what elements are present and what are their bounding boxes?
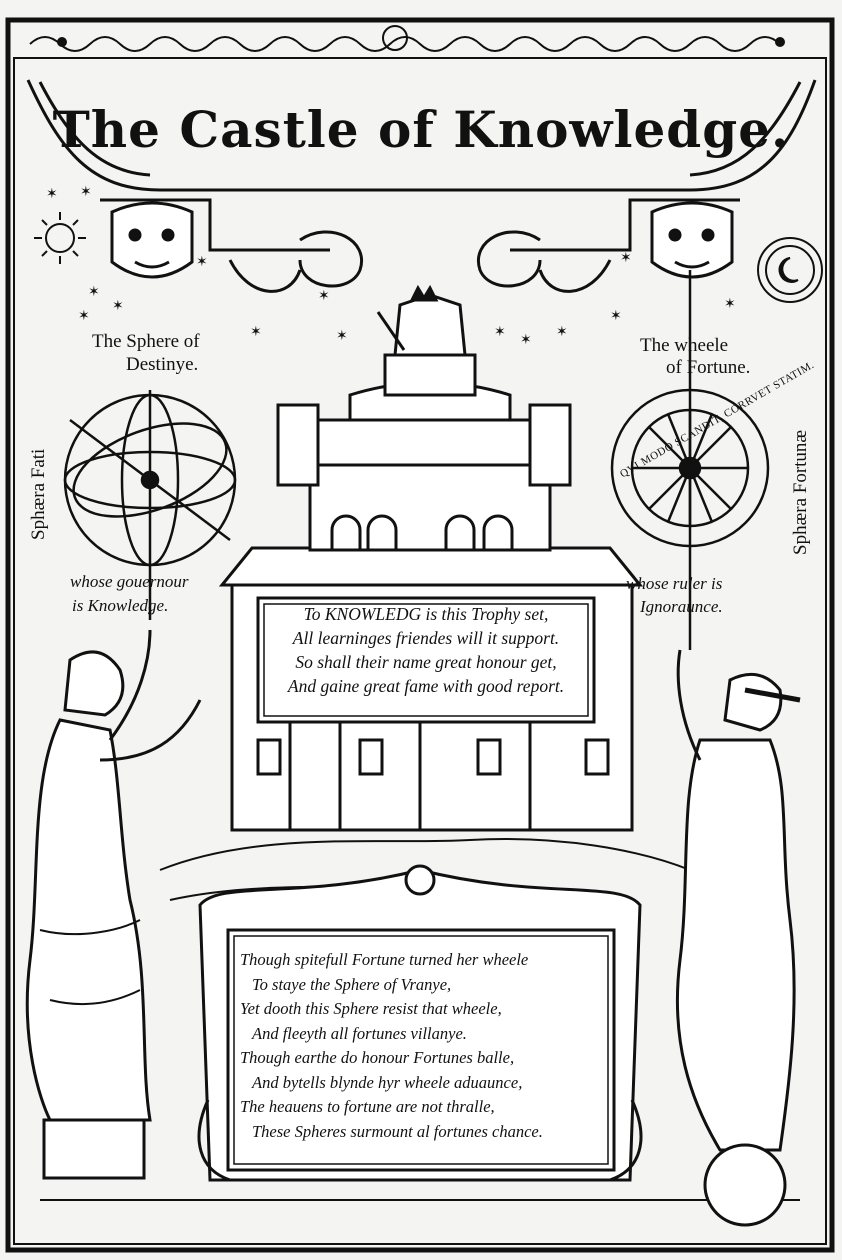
svg-text:✶: ✶ bbox=[196, 254, 208, 270]
svg-text:✶: ✶ bbox=[724, 296, 736, 312]
plaque-line: To KNOWLEDG is this Trophy set, bbox=[303, 604, 549, 624]
ruler-line1: whose ruler is bbox=[626, 574, 723, 593]
sphaera-fortunae-label: Sphæra Fortunæ bbox=[790, 429, 811, 555]
poem-line: And bytells blynde hyr wheele aduaunce, bbox=[252, 1072, 523, 1092]
poem-line: Though earthe do honour Fortunes balle, bbox=[240, 1048, 515, 1067]
page-title: The Castle of Knowledge. bbox=[52, 100, 790, 159]
governor-line2: is Knowledge. bbox=[72, 596, 169, 615]
svg-text:✶: ✶ bbox=[78, 308, 90, 324]
poem-line: These Spheres surmount al fortunes chanc… bbox=[252, 1121, 543, 1141]
poem: Though spitefull Fortune turned her whee… bbox=[240, 948, 610, 1144]
svg-text:✶: ✶ bbox=[88, 284, 100, 300]
destiny-figure bbox=[25, 629, 202, 1180]
wheel-of-fortune bbox=[610, 270, 770, 650]
poem-line: Though spitefull Fortune turned her whee… bbox=[240, 950, 529, 969]
svg-text:✶: ✶ bbox=[336, 328, 348, 344]
svg-text:✶: ✶ bbox=[80, 184, 92, 200]
svg-text:✶: ✶ bbox=[494, 324, 506, 340]
governor-line1: whose gouernour bbox=[70, 572, 189, 591]
sphere-of-destiny bbox=[63, 390, 237, 620]
poem-line: To staye the Sphere of Vranye, bbox=[252, 974, 452, 994]
sphere-of-destiny-heading-line2: Destinye. bbox=[126, 354, 199, 375]
castle-plaque: To KNOWLEDG is this Trophy set, All lear… bbox=[264, 602, 588, 718]
poem-cartouche bbox=[197, 864, 643, 1182]
lion-mask-right bbox=[650, 201, 734, 279]
stars: ✶ ✶ ✶ ✶ ✶ ✶ ✶ ✶ ✶ ✶ ✶ ✶ ✶ ✶ ✶ bbox=[46, 184, 736, 348]
poem-line: Yet dooth this Sphere resist that wheele… bbox=[240, 999, 502, 1018]
svg-text:✶: ✶ bbox=[610, 308, 622, 324]
fortune-figure bbox=[675, 649, 801, 1227]
svg-text:✶: ✶ bbox=[112, 298, 124, 314]
plaque-line: All learninges friendes will it support. bbox=[292, 628, 560, 648]
ruler-line2: Ignoraunce. bbox=[640, 597, 723, 616]
sphaera-fati-label: Sphæra Fati bbox=[28, 448, 49, 540]
svg-text:✶: ✶ bbox=[620, 250, 632, 266]
poem-line: The heauens to fortune are not thralle, bbox=[240, 1097, 495, 1116]
wheel-of-fortune-heading-line1: The wheele bbox=[640, 335, 729, 356]
scroll-banner bbox=[26, 79, 817, 293]
svg-text:✶: ✶ bbox=[46, 186, 58, 202]
lion-mask-left bbox=[110, 201, 194, 279]
castle bbox=[218, 284, 644, 832]
svg-text:✶: ✶ bbox=[318, 288, 330, 304]
ornamental-top-band bbox=[14, 25, 826, 59]
outer-border bbox=[5, 17, 835, 1253]
svg-text:✶: ✶ bbox=[556, 324, 568, 340]
wheel-of-fortune-heading-line2: of Fortune. bbox=[666, 357, 751, 378]
sphere-of-destiny-heading-line1: The Sphere of bbox=[92, 331, 200, 352]
plaque-line: So shall their name great honour get, bbox=[295, 652, 557, 672]
svg-text:✶: ✶ bbox=[520, 332, 532, 348]
plaque-line: And gaine great fame with good report. bbox=[287, 676, 565, 696]
poem-line: And fleeyth all fortunes villanye. bbox=[252, 1023, 467, 1043]
svg-text:✶: ✶ bbox=[250, 324, 262, 340]
sun-icon bbox=[34, 212, 86, 264]
moon-icon bbox=[757, 237, 823, 303]
plaque-frame bbox=[256, 596, 596, 724]
